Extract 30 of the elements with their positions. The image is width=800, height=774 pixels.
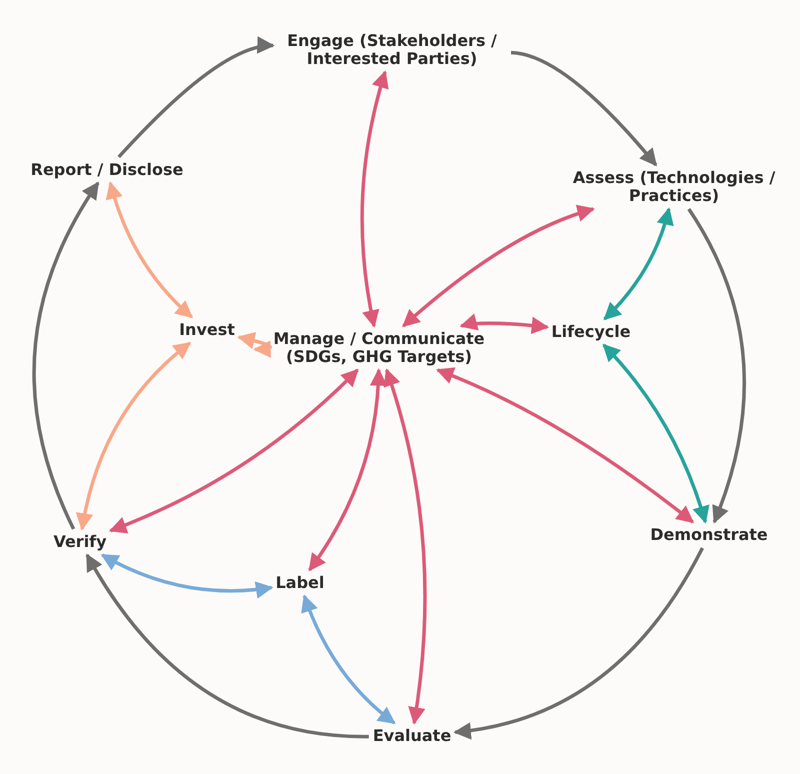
arrow xyxy=(360,70,390,328)
arrow xyxy=(32,182,100,530)
node-label: Verify xyxy=(53,533,107,551)
node-label: Demonstrate xyxy=(650,526,768,544)
arrow xyxy=(602,344,710,524)
arrow xyxy=(603,207,674,320)
node-label: Engage (Stakeholders / Interested Parties) xyxy=(277,32,507,68)
arrow xyxy=(76,342,192,531)
arrow xyxy=(687,208,746,524)
node-label: Invest xyxy=(179,321,235,339)
arrow xyxy=(460,314,550,334)
node-label: Label xyxy=(276,574,324,592)
arrow xyxy=(106,181,193,318)
arrow xyxy=(436,368,694,524)
arrow xyxy=(118,38,275,158)
arrow xyxy=(237,332,272,358)
arrow xyxy=(402,205,595,328)
arrow xyxy=(302,594,396,724)
node-label: Assess (Technologies / Practices) xyxy=(564,169,784,205)
arrow xyxy=(383,368,427,725)
node-label: Evaluate xyxy=(372,727,452,745)
arrow xyxy=(108,368,359,534)
arrow xyxy=(510,50,658,166)
node-label: Manage / Communicate (SDGs, GHG Targets) xyxy=(259,330,499,366)
node-label: Lifecycle xyxy=(551,323,631,341)
arrow xyxy=(453,547,704,739)
node-label: Report / Disclose xyxy=(30,161,184,179)
arrow xyxy=(100,553,274,598)
arrow xyxy=(86,554,369,738)
arrow xyxy=(308,368,387,572)
